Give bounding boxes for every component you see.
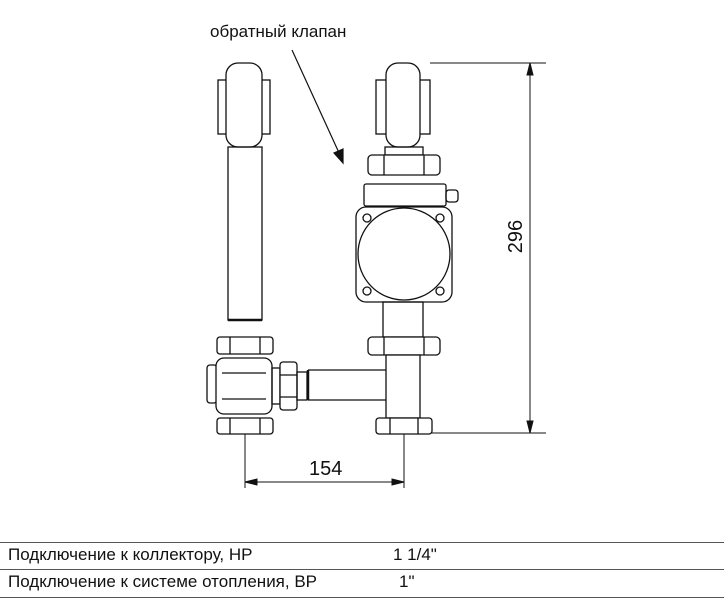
left-pipe-assembly	[206, 62, 392, 435]
table-divider	[0, 569, 724, 570]
height-dimension: 296	[505, 219, 528, 254]
table-divider	[0, 542, 724, 543]
table-row-label: Подключение к коллектору, НР	[8, 545, 253, 564]
right-pump-assembly	[355, 62, 459, 435]
table-row-label: Подключение к системе отопления, ВР	[8, 572, 318, 591]
width-dimension: 154	[309, 458, 343, 480]
dimension-lines	[244, 62, 546, 488]
table-row-value: 1"	[399, 572, 415, 591]
callout-label: обратный клапан	[210, 22, 347, 41]
table-row-value: 1 1/4"	[393, 545, 437, 564]
callout-arrow	[291, 49, 344, 165]
table-divider	[0, 597, 724, 598]
